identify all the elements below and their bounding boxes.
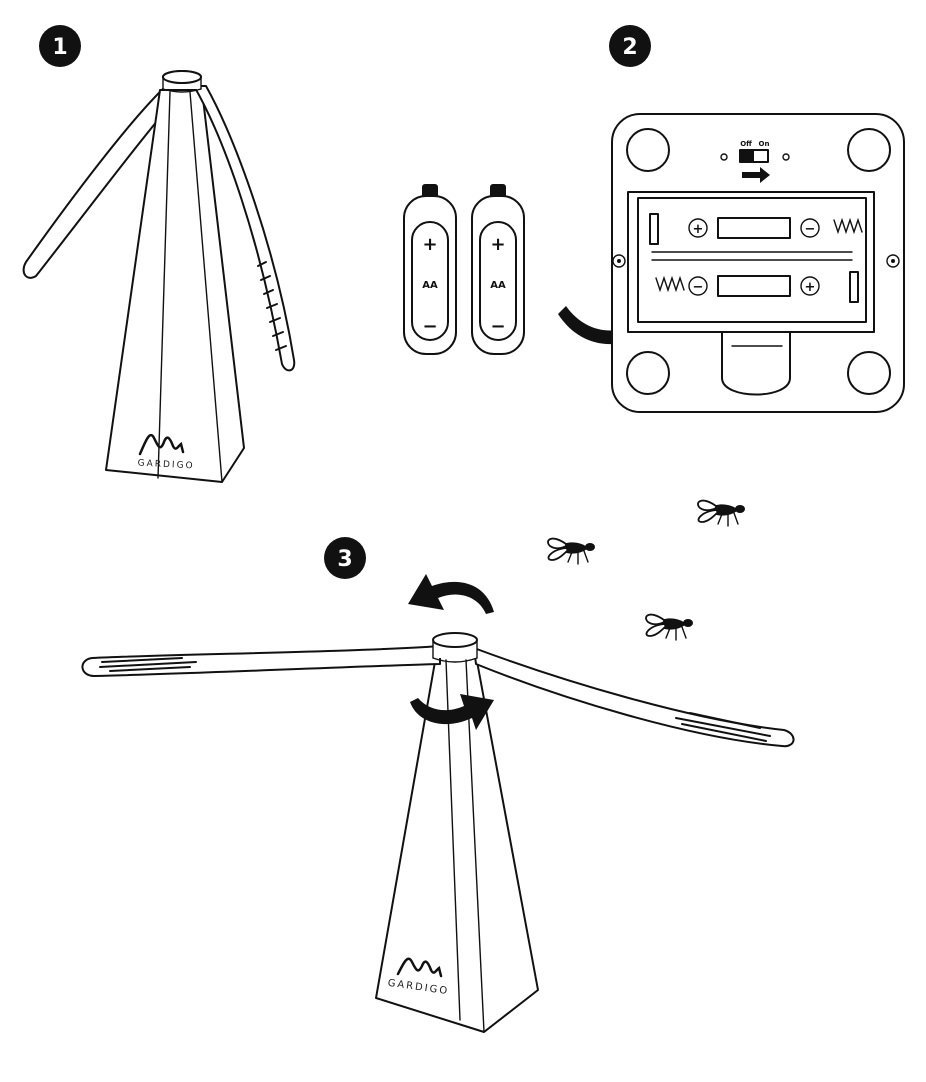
battery-2: + AA − [471, 184, 525, 355]
fan-blade-right [473, 647, 795, 748]
battery-1-minus: − [422, 316, 437, 337]
fan-folded: GARDIGO [22, 70, 296, 483]
slot-bottom: − + [655, 271, 859, 303]
rotate-left-arrow-icon [408, 574, 494, 614]
step-2-badge: 2 [609, 25, 651, 67]
fan-blade-left [22, 85, 179, 279]
case-foot [626, 128, 670, 172]
slot-bottom-right-sign: + [805, 280, 816, 295]
blade-grip-hatch [257, 261, 287, 351]
step-3-number: 3 [337, 547, 352, 572]
case-foot [847, 351, 891, 395]
slot-top-right-sign: − [805, 222, 816, 237]
fan-spinning: GARDIGO [81, 632, 795, 1033]
battery-2-minus: − [490, 316, 505, 337]
case-foot [847, 128, 891, 172]
battery-1: + AA − [403, 184, 457, 355]
rotate-right-arrow-icon [410, 694, 494, 730]
battery-1-plus: + [422, 234, 437, 255]
fly-icon [645, 613, 693, 641]
battery-1-type: AA [422, 280, 438, 291]
blade-grip-hatch [99, 657, 197, 672]
slot-top-left-sign: + [693, 222, 704, 237]
step-3-badge: 3 [324, 537, 366, 579]
slot-top: + − [649, 213, 863, 245]
step-1-number: 1 [52, 35, 67, 60]
fly-icon [697, 499, 745, 527]
step-2-number: 2 [622, 35, 637, 60]
spring-icon [655, 275, 685, 293]
battery-2-type: AA [490, 280, 506, 291]
spring-icon [833, 217, 863, 235]
battery-2-plus: + [490, 234, 505, 255]
power-switch: Off On [720, 140, 790, 183]
brand-name: GARDIGO [137, 459, 194, 472]
battery-case: Off On + − − + [611, 113, 905, 413]
switch-on-label: On [759, 140, 770, 148]
battery-latch [721, 331, 791, 396]
fan-cap [432, 632, 478, 648]
case-foot [626, 351, 670, 395]
step-1-badge: 1 [39, 25, 81, 67]
fan-blade-right [193, 85, 296, 372]
switch-arrow-icon [742, 167, 770, 183]
blade-grip-hatch [675, 712, 771, 742]
fly-icon [547, 537, 595, 565]
gardigo-logo-icon [138, 433, 185, 456]
slot-bottom-left-sign: − [693, 280, 704, 295]
switch-off-label: Off [740, 140, 752, 148]
gardigo-logo-icon [396, 957, 443, 978]
